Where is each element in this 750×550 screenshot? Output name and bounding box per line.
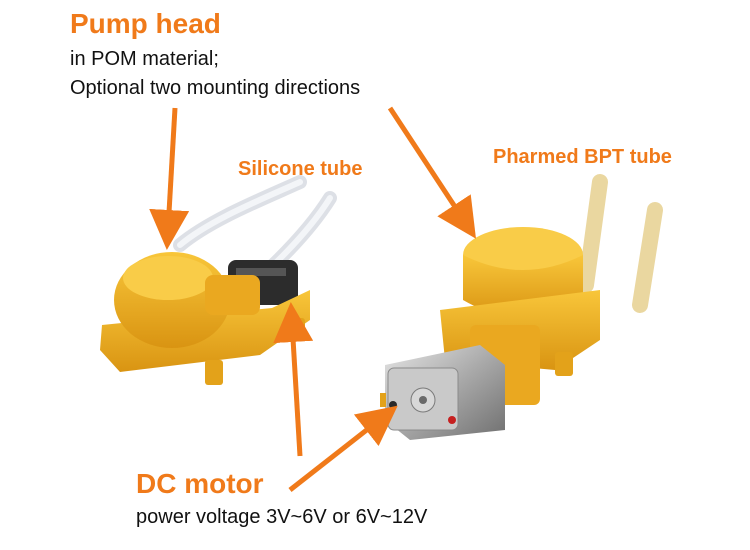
dc-motor-voltage-text: power voltage 3V~6V or 6V~12V: [136, 506, 428, 528]
pump-head-mounting-text: Optional two mounting directions: [70, 77, 361, 99]
silicone-tube-label: Silicone tube: [238, 158, 363, 180]
arrow-pump-head-right: [387, 106, 476, 239]
pump-head-material-text: in POM material;: [70, 48, 219, 70]
dc-motor-title: DC motor: [136, 468, 264, 499]
arrow-dc-motor-left: [273, 302, 314, 457]
pharmed-tube-label: Pharmed BPT tube: [493, 146, 672, 168]
arrow-dc-motor-right: [288, 405, 398, 492]
right-pump: [380, 174, 663, 440]
arrows: [149, 106, 476, 492]
pump-head-title: Pump head: [70, 8, 221, 39]
dc-motor-can: [380, 345, 505, 440]
left-pump: [100, 175, 337, 385]
arrow-pump-head-left: [149, 107, 190, 250]
